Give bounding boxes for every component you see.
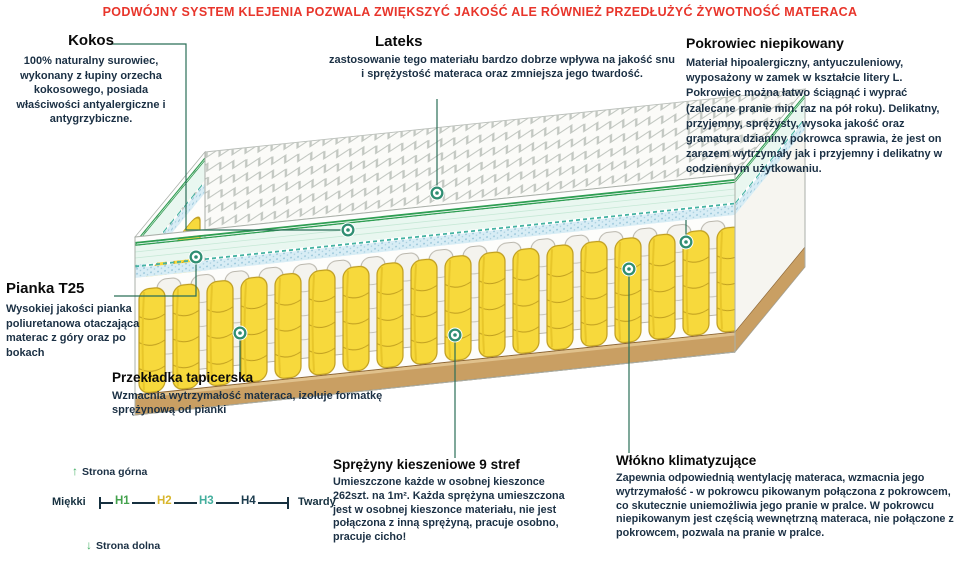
- mattress-body: [134, 87, 806, 417]
- soft-label: Miękki: [52, 496, 86, 508]
- callout-lateks: Lateks zastosowanie tego materiału bardz…: [328, 33, 676, 82]
- pianka-body: Wysokiej jakości pianka poliuretanowa ot…: [6, 303, 140, 359]
- sprezyny-body: Umieszczone każde w osobnej kieszonce 26…: [333, 476, 565, 544]
- up-arrow-icon: ↑: [72, 464, 78, 478]
- hard-label: Twardy: [298, 496, 336, 508]
- scale-line: [99, 497, 289, 509]
- spring-row-front: [135, 223, 735, 395]
- kokos-body: 100% naturalny surowiec, wykonany z łupi…: [16, 55, 166, 126]
- mattress-right-face: [734, 87, 806, 354]
- pianka-marker-icon: [188, 249, 204, 265]
- foam-band: [135, 182, 735, 265]
- callout-sprezyny: Sprężyny kieszeniowe 9 stref Umieszczone…: [333, 457, 565, 545]
- top-side-text: Strona górna: [82, 466, 148, 478]
- callout-kokos: Kokos 100% naturalny surowiec, wykonany …: [6, 32, 176, 127]
- pianka-title: Pianka T25: [6, 280, 85, 297]
- kokos-title: Kokos: [68, 32, 114, 49]
- callout-markers: [188, 185, 694, 343]
- pokrowiec-title: Pokrowiec niepikowany: [686, 35, 844, 51]
- hardness-level-h4: H4: [239, 495, 258, 507]
- przekladka-title: Przekładka tapicerska: [112, 370, 254, 385]
- hardness-level-h1: H1: [113, 495, 132, 507]
- pokrowiec-body: Materiał hipoalergiczny, antyuczuleniowy…: [686, 57, 943, 176]
- lateks-marker-icon: [429, 185, 445, 201]
- hardness-level-h3: H3: [197, 495, 216, 507]
- top-side-label: ↑ Strona górna: [72, 464, 147, 478]
- hardness-scale: Miękki H1 H2 H3 H4 Twardy: [52, 490, 352, 516]
- lateks-title: Lateks: [375, 33, 423, 50]
- wlokno-body: Zapewnia odpowiednią wentylację materaca…: [616, 472, 954, 540]
- kokos-connector-line: [110, 43, 341, 231]
- callout-pianka: Pianka T25 Wysokiej jakości pianka poliu…: [6, 280, 156, 360]
- bottom-side-label: ↓ Strona dolna: [86, 538, 160, 552]
- callout-pokrowiec: Pokrowiec niepikowany Materiał hipoalerg…: [686, 35, 950, 177]
- callout-przekladka: Przekładka tapicerska Wzmacnia wytrzymał…: [112, 370, 384, 418]
- kokos-marker-icon: [340, 222, 356, 238]
- bottom-side-text: Strona dolna: [96, 540, 161, 552]
- mattress-front-face: [134, 173, 736, 416]
- latex-green-line: [135, 178, 735, 244]
- pokrowiec-marker-icon: [678, 234, 694, 250]
- przekladka-body: Wzmacnia wytrzymałość materaca, izoluje …: [112, 390, 383, 417]
- sprezyny-title: Sprężyny kieszeniowe 9 stref: [333, 457, 520, 472]
- lateks-body: zastosowanie tego materiału bardzo dobrz…: [329, 54, 675, 81]
- callout-connectors: [110, 43, 687, 458]
- pianka-connector-line: [114, 263, 197, 297]
- callout-wlokno: Włókno klimatyzujące Zapewnia odpowiedni…: [616, 453, 954, 541]
- sprezyny-marker-icon: [447, 327, 463, 343]
- down-arrow-icon: ↓: [86, 538, 92, 552]
- hardness-level-h2: H2: [155, 495, 174, 507]
- page-title: PODWÓJNY SYSTEM KLEJENIA POZWALA ZWIĘKSZ…: [102, 5, 858, 19]
- wlokno-title: Włókno klimatyzujące: [616, 453, 757, 468]
- przekladka-marker-icon: [232, 325, 248, 341]
- wlokno-marker-icon: [621, 261, 637, 277]
